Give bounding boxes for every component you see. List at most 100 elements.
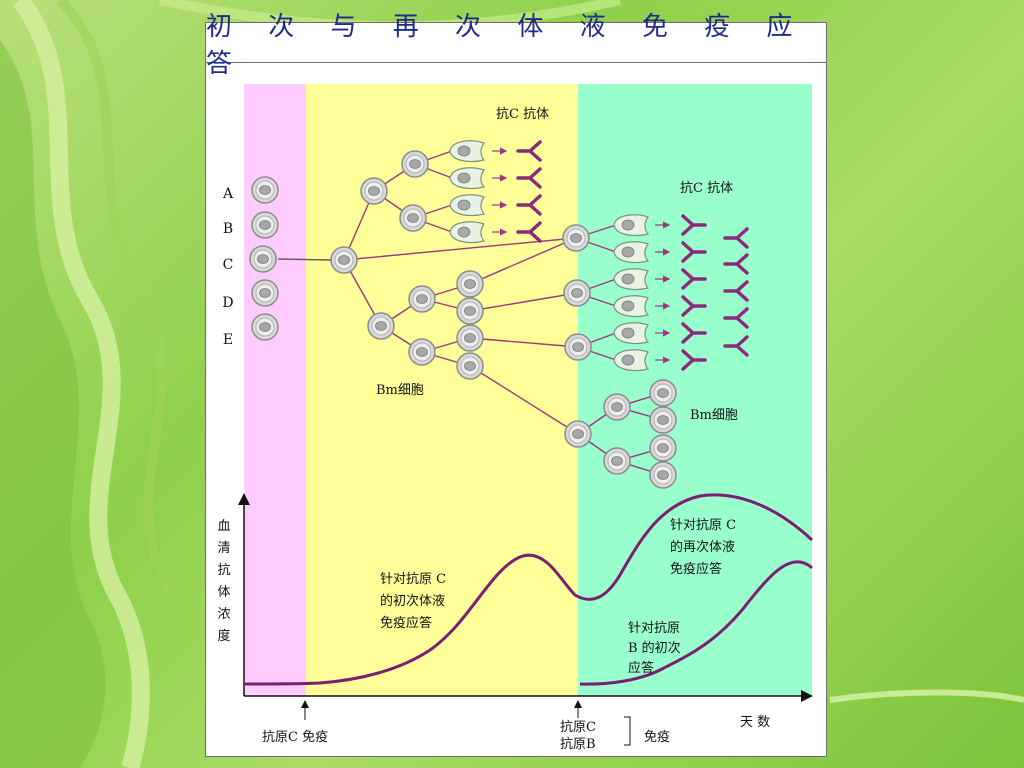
b-cell <box>251 211 279 239</box>
b-cell <box>251 176 279 204</box>
plasma-cell <box>613 268 650 291</box>
plasma-cell <box>613 241 650 264</box>
secretion-arrows <box>492 147 671 364</box>
epitope-label-a: A <box>222 186 234 202</box>
lineage-line <box>469 292 578 312</box>
response-curve-antigen-b <box>579 560 814 686</box>
b-cell <box>408 338 436 366</box>
primary-c-annotation: 针对抗原 C 的初次体液 免疫应答 <box>380 572 446 631</box>
antibody-icon <box>516 194 542 216</box>
b-cell <box>408 285 436 313</box>
primary-c-line: 针对抗原 C <box>380 572 446 587</box>
b-cell <box>401 150 429 178</box>
b-cell <box>649 406 677 434</box>
b-cell <box>562 224 590 252</box>
b-cell <box>564 420 592 448</box>
plasma-cell <box>613 349 650 372</box>
y-axis-label: 血 清 抗 体 浓 度 <box>217 519 230 644</box>
plasma-cell <box>449 140 486 163</box>
bm-cell-label-right: Bm细胞 <box>690 408 738 423</box>
antibody-icon <box>681 349 707 371</box>
antibody-label-right: 抗C 抗体 <box>680 181 733 196</box>
antibody-icon <box>681 241 707 263</box>
antibody-icon <box>723 307 749 329</box>
y-axis-char: 体 <box>217 585 230 600</box>
zone-pink <box>244 84 306 696</box>
secondary-c-line: 免疫应答 <box>670 561 722 577</box>
b-cell <box>456 352 484 380</box>
primary-b-annotation: 针对抗原 B 的初次 应答 <box>628 621 681 676</box>
secondary-c-line: 针对抗原 C <box>670 518 736 533</box>
plasma-cells <box>449 140 650 372</box>
b-cell <box>251 313 279 341</box>
lineage-line <box>343 237 577 261</box>
immunize-cb-label-b: 抗原B <box>560 737 596 752</box>
antibodies <box>516 140 749 371</box>
immunize-c-label: 抗原C 免疫 <box>262 729 328 745</box>
lineage-line <box>469 365 579 435</box>
immunize-cb-label-c: 抗原C <box>560 720 596 735</box>
antibody-icon <box>723 280 749 302</box>
antibody-icon <box>516 167 542 189</box>
y-axis-char: 抗 <box>217 563 230 578</box>
antibody-icon <box>723 335 749 357</box>
antibody-label-top: 抗C 抗体 <box>496 107 549 122</box>
zone-yellow <box>306 84 578 696</box>
epitope-label-d: D <box>222 295 233 311</box>
antibody-icon <box>723 253 749 275</box>
b-cell <box>456 297 484 325</box>
plasma-cell <box>613 214 650 237</box>
b-cells <box>249 150 677 489</box>
antibody-icon <box>516 140 542 162</box>
y-axis-char: 度 <box>217 628 230 644</box>
b-cell <box>249 245 277 273</box>
primary-b-line: B 的初次 <box>628 640 681 656</box>
y-axis-char: 浓 <box>217 607 230 622</box>
b-cell <box>367 312 395 340</box>
lineage-line <box>469 337 579 348</box>
b-cell <box>564 333 592 361</box>
plasma-cell <box>449 167 486 190</box>
b-cell <box>456 324 484 352</box>
b-cell <box>330 246 358 274</box>
antibody-icon <box>681 295 707 317</box>
antibody-icon <box>681 268 707 290</box>
epitope-connector <box>277 258 332 261</box>
immunize-word: 免疫 <box>644 729 670 745</box>
secondary-c-line: 的再次体液 <box>670 539 735 555</box>
primary-b-line: 针对抗原 <box>628 621 680 636</box>
zone-green <box>578 84 812 696</box>
y-axis-char: 血 <box>217 519 230 534</box>
b-cell <box>360 177 388 205</box>
epitope-label-c: C <box>223 257 234 273</box>
plasma-cell <box>613 295 650 318</box>
immunize-bracket <box>624 716 631 746</box>
secondary-c-annotation: 针对抗原 C 的再次体液 免疫应答 <box>670 518 736 577</box>
plasma-cell <box>613 322 650 345</box>
bm-cell-label-left: Bm细胞 <box>376 383 424 398</box>
b-cell <box>649 379 677 407</box>
antibody-icon <box>681 322 707 344</box>
primary-b-line: 应答 <box>628 660 654 676</box>
b-cell <box>603 447 631 475</box>
b-cell <box>251 279 279 307</box>
b-cell <box>456 270 484 298</box>
epitope-label-b: B <box>223 221 233 237</box>
lineage-line <box>469 237 577 285</box>
plasma-cell <box>449 194 486 217</box>
b-cell <box>649 434 677 462</box>
y-axis-char: 清 <box>217 541 230 556</box>
epitope-labels: A B C D E <box>222 186 234 348</box>
response-curve-antigen-c <box>243 493 814 686</box>
primary-c-line: 的初次体液 <box>380 593 445 609</box>
b-cell <box>603 393 631 421</box>
antibody-icon <box>681 214 707 236</box>
plasma-cell <box>449 221 486 244</box>
b-cell <box>563 279 591 307</box>
epitope-label-e: E <box>223 332 233 348</box>
b-cell <box>649 461 677 489</box>
primary-c-line: 免疫应答 <box>380 615 432 631</box>
b-cell <box>399 204 427 232</box>
